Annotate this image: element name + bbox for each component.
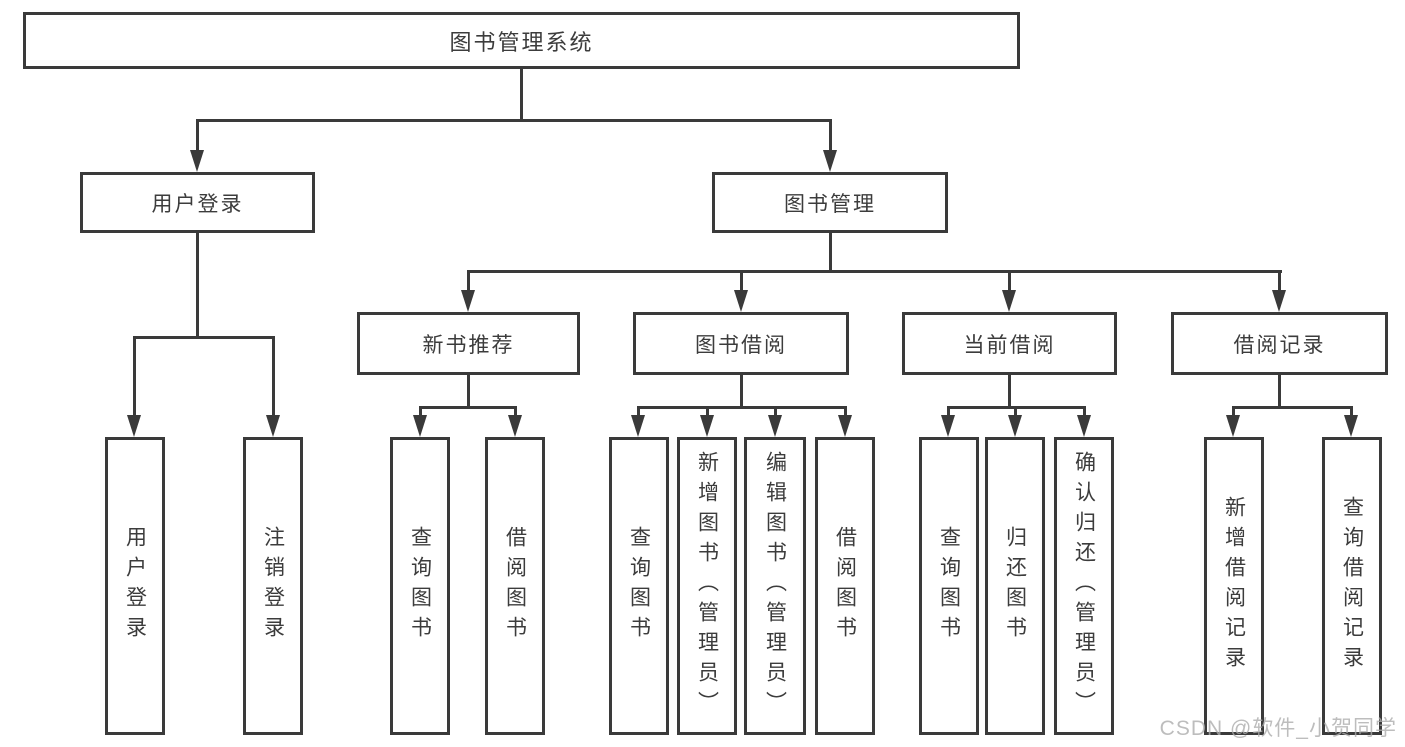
node-book-management: 图书管理 (712, 172, 948, 233)
connector-arrow (190, 150, 204, 172)
node-new-book-recommendation: 新书推荐 (357, 312, 580, 375)
leaf-confirm-return-admin: 确认归还（管理员） (1054, 437, 1114, 735)
connector-arrow (1344, 415, 1358, 437)
connector-line (133, 336, 136, 417)
leaf-edit-books-admin: 编辑图书（管理员） (744, 437, 806, 735)
node-label: 图书借阅 (695, 333, 787, 357)
connector-line (1008, 373, 1011, 409)
connector-arrow (413, 415, 427, 437)
connector-line (829, 231, 832, 273)
connector-line (467, 373, 470, 409)
node-label: 图书管理系统 (449, 29, 594, 55)
leaf-borrow-books: 借阅图书 (815, 437, 875, 735)
leaf-user-login: 用户登录 (105, 437, 165, 735)
connector-arrow (1002, 290, 1016, 312)
connector-line (947, 406, 950, 418)
connector-arrow (266, 415, 280, 437)
connector-line (844, 406, 847, 418)
connector-line (467, 270, 470, 292)
connector-arrow (461, 290, 475, 312)
connector-line (1278, 270, 1281, 292)
connector-line (514, 406, 517, 418)
connector-line (740, 270, 743, 292)
connector-arrow (941, 415, 955, 437)
leaf-label: 确认归还（管理员） (1072, 451, 1096, 721)
connector-line (1008, 270, 1011, 292)
node-user-login: 用户登录 (80, 172, 315, 233)
connector-line (196, 231, 199, 339)
leaf-label: 用户登录 (123, 526, 147, 646)
connector-line (196, 119, 199, 152)
connector-arrow (127, 415, 141, 437)
connector-line (272, 336, 275, 417)
leaf-query-books-recommend: 查询图书 (390, 437, 450, 735)
connector-arrow (508, 415, 522, 437)
connector-line (520, 66, 523, 121)
connector-line (637, 406, 640, 418)
connector-line (1232, 406, 1235, 418)
node-current-borrowing: 当前借阅 (902, 312, 1117, 375)
connector-line (829, 119, 832, 152)
connector-line (1350, 406, 1353, 418)
leaf-query-books-current: 查询图书 (919, 437, 979, 735)
leaf-return-books: 归还图书 (985, 437, 1045, 735)
leaf-label: 新增图书（管理员） (695, 451, 719, 721)
connector-line (1232, 406, 1353, 409)
node-label: 新书推荐 (422, 333, 515, 357)
leaf-logout: 注销登录 (243, 437, 303, 735)
connector-line (133, 336, 275, 339)
connector-arrow (838, 415, 852, 437)
node-book-borrowing: 图书借阅 (633, 312, 849, 375)
leaf-label: 查询图书 (627, 526, 651, 646)
leaf-label: 查询图书 (408, 526, 432, 646)
node-label: 当前借阅 (963, 333, 1056, 357)
connector-line (740, 373, 743, 409)
connector-line (419, 406, 517, 409)
connector-line (196, 119, 832, 122)
leaf-query-books-borrowing: 查询图书 (609, 437, 669, 735)
leaf-label: 借阅图书 (503, 526, 527, 646)
leaf-add-borrow-record: 新增借阅记录 (1204, 437, 1264, 735)
leaf-label: 编辑图书（管理员） (763, 451, 787, 721)
leaf-label: 归还图书 (1003, 526, 1027, 646)
connector-line (1083, 406, 1086, 418)
node-library-management-system: 图书管理系统 (23, 12, 1020, 69)
connector-arrow (1077, 415, 1091, 437)
connector-arrow (734, 290, 748, 312)
leaf-label: 查询图书 (937, 526, 961, 646)
leaf-label: 注销登录 (261, 526, 285, 646)
leaf-label: 新增借阅记录 (1222, 496, 1246, 676)
connector-arrow (1008, 415, 1022, 437)
connector-arrow (631, 415, 645, 437)
node-label: 借阅记录 (1233, 333, 1326, 357)
connector-line (774, 406, 777, 418)
leaf-query-borrow-record: 查询借阅记录 (1322, 437, 1382, 735)
connector-arrow (768, 415, 782, 437)
connector-line (1278, 373, 1281, 409)
node-label: 图书管理 (784, 192, 876, 216)
connector-arrow (1272, 290, 1286, 312)
leaf-borrow-books-recommend: 借阅图书 (485, 437, 545, 735)
node-label: 用户登录 (151, 192, 244, 216)
connector-line (706, 406, 709, 418)
connector-arrow (700, 415, 714, 437)
node-borrowing-records: 借阅记录 (1171, 312, 1388, 375)
connector-arrow (1226, 415, 1240, 437)
connector-line (637, 406, 847, 409)
leaf-label: 查询借阅记录 (1340, 496, 1364, 676)
connector-line (467, 270, 1282, 273)
leaf-add-books-admin: 新增图书（管理员） (677, 437, 737, 735)
connector-line (1014, 406, 1017, 418)
connector-line (419, 406, 422, 418)
connector-arrow (823, 150, 837, 172)
csdn-watermark: CSDN @软件_小贺同学 (1159, 717, 1397, 740)
leaf-label: 借阅图书 (833, 526, 857, 646)
